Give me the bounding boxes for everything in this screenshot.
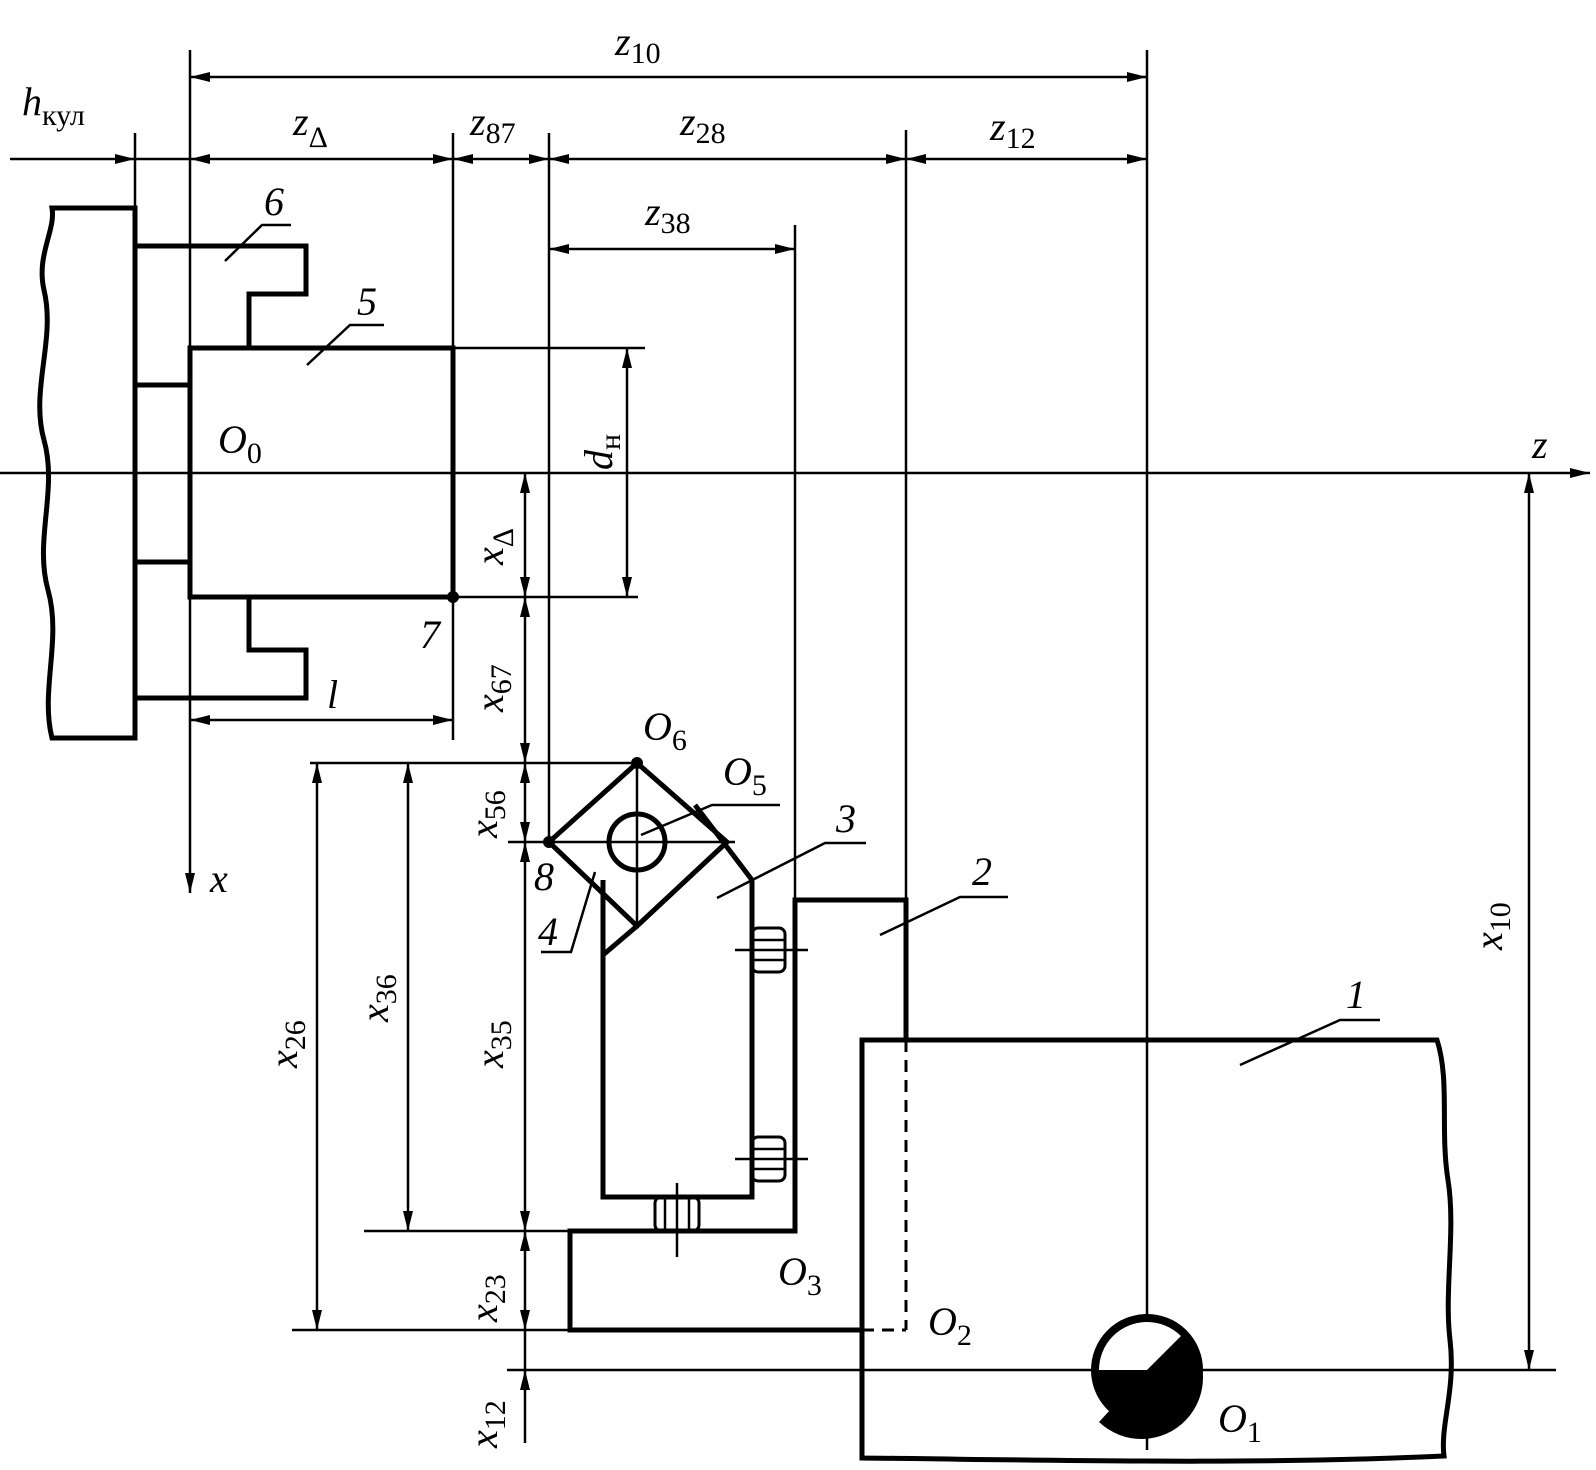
label-part-4: 4 <box>538 909 558 954</box>
leader-2 <box>879 895 1008 937</box>
label-x23: x23 <box>461 1274 512 1323</box>
label-axis-z: z <box>1531 422 1548 467</box>
label-o3: O3 <box>778 1249 822 1302</box>
label-x36: x36 <box>352 974 403 1023</box>
leader-6 <box>224 223 291 262</box>
carriage <box>859 1037 1454 1464</box>
label-part-6: 6 <box>264 179 284 224</box>
label-z38: z38 <box>644 189 691 240</box>
label-x56: x56 <box>461 790 512 839</box>
label-o6: O6 <box>643 704 687 757</box>
label-d-n: dн <box>576 434 627 470</box>
leader-1 <box>1239 1018 1380 1067</box>
leader-o5 <box>640 803 780 837</box>
label-x-delta: xΔ <box>467 528 520 566</box>
label-part-1: 1 <box>1346 972 1366 1017</box>
label-point-8: 8 <box>534 854 554 899</box>
label-x26: x26 <box>261 1020 312 1069</box>
label-z10: z10 <box>614 19 661 70</box>
point-8-dot <box>543 836 555 848</box>
label-x35: x35 <box>467 1020 518 1069</box>
label-o0: O0 <box>218 417 262 470</box>
chuck-body <box>37 205 138 741</box>
lower-chuck-jaw <box>135 597 309 701</box>
label-x10: x10 <box>1466 902 1517 951</box>
leader-3 <box>716 841 866 900</box>
label-x67: x67 <box>467 664 518 713</box>
label-l: l <box>327 672 338 717</box>
label-z28: z28 <box>679 99 726 150</box>
leader-4 <box>541 871 597 954</box>
label-x12: x12 <box>461 1400 512 1449</box>
label-part-5: 5 <box>357 279 377 324</box>
tool-holder <box>600 803 755 1200</box>
label-z-delta: zΔ <box>292 99 328 154</box>
point-o6-dot <box>631 757 643 769</box>
label-z87: z87 <box>469 99 516 150</box>
o1-quadrant-fill2 <box>1095 1370 1147 1422</box>
upper-chuck-jaw <box>135 243 309 348</box>
label-z12: z12 <box>989 104 1036 155</box>
leader-5 <box>306 323 384 366</box>
label-part-3: 3 <box>835 796 856 841</box>
label-axis-x: x <box>209 856 228 901</box>
label-part-2: 2 <box>972 849 992 894</box>
label-o5: O5 <box>723 749 767 802</box>
tool-post <box>567 897 909 1333</box>
label-point-7: 7 <box>420 612 442 657</box>
label-o1: O1 <box>1218 1396 1262 1449</box>
label-h-kul: hкул <box>22 79 85 132</box>
label-o2: O2 <box>928 1299 972 1352</box>
